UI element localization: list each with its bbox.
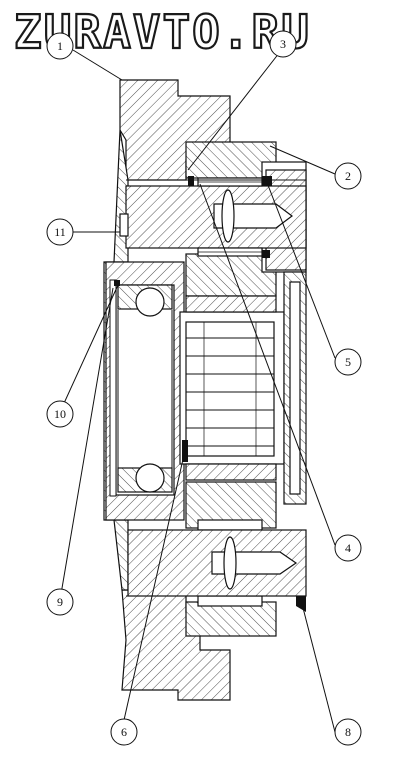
callout-4: 4 [334, 534, 362, 562]
callout-3: 3 [269, 30, 297, 58]
cross-section [103, 79, 307, 701]
needle-rollers [186, 322, 274, 456]
callout-6: 6 [110, 718, 138, 746]
lower-pin-hole [223, 536, 237, 590]
svg-text:10: 10 [54, 407, 66, 421]
svg-text:11: 11 [54, 225, 66, 239]
svg-text:4: 4 [345, 541, 351, 555]
svg-text:5: 5 [345, 355, 351, 369]
svg-text:2: 2 [345, 169, 351, 183]
lower-needles-top [197, 519, 263, 531]
lower-gear-bottom [185, 601, 277, 637]
upper-pin-plug [119, 213, 129, 237]
ball-bottom [135, 463, 165, 493]
snap-ring-upper-left [188, 176, 194, 186]
upper-pin-hole [221, 189, 235, 243]
upper-gear-bottom [185, 253, 277, 297]
callout-1: 1 [46, 32, 74, 60]
callout-11: 11 [46, 218, 74, 246]
snap-ring-lower-right [262, 250, 270, 258]
svg-text:6: 6 [121, 725, 127, 739]
callout-10: 10 [46, 400, 74, 428]
retaining-ring [109, 279, 117, 497]
ring-gear-inner [289, 281, 301, 495]
callout-5: 5 [334, 348, 362, 376]
ball-top [135, 287, 165, 317]
leader-lines [59, 47, 336, 733]
svg-text:9: 9 [57, 595, 63, 609]
pinion-flange-bottom [185, 463, 277, 481]
pinion-flange-top [185, 295, 277, 313]
svg-text:1: 1 [57, 39, 63, 53]
callout-9: 9 [46, 588, 74, 616]
lower-pin-seal-8 [296, 596, 306, 612]
callout-2: 2 [334, 162, 362, 190]
pinion-inner [185, 321, 275, 457]
svg-text:3: 3 [280, 37, 286, 51]
callout-8: 8 [334, 718, 362, 746]
snap-ring-upper-right [262, 176, 272, 186]
ball-bearing-cavity [115, 284, 175, 496]
lower-needles-bottom [197, 595, 263, 607]
svg-text:8: 8 [345, 725, 351, 739]
